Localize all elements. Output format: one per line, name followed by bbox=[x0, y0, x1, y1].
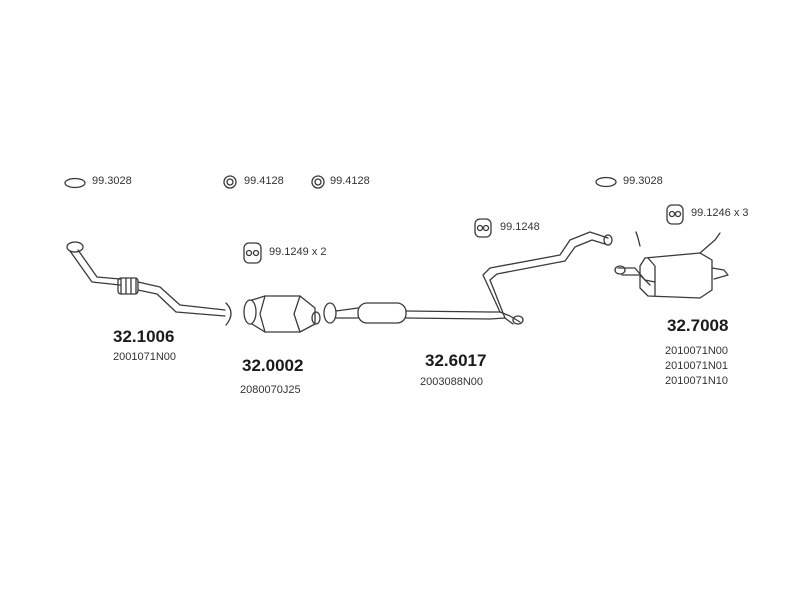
part-code: 2010071N10 bbox=[665, 375, 729, 387]
hardware-label: 99.1249 x 2 bbox=[269, 246, 327, 258]
hardware-label: 99.1248 bbox=[500, 221, 540, 233]
part-code-list: 2010071N00 2010071N01 2010071N10 bbox=[665, 344, 728, 389]
hardware-label: 99.4128 bbox=[244, 175, 284, 187]
part-code: 2003088N00 bbox=[420, 376, 484, 388]
part-code: 2080070J25 bbox=[240, 384, 301, 396]
rubber-mount-icon bbox=[666, 204, 684, 225]
clamp-ring-icon bbox=[311, 175, 325, 189]
part-number: 32.0002 bbox=[242, 356, 304, 375]
rubber-mount-icon bbox=[474, 218, 492, 238]
hardware-label: 99.4128 bbox=[330, 175, 370, 187]
part-number: 32.7008 bbox=[667, 316, 729, 335]
hardware-label: 99.1246 x 3 bbox=[691, 207, 749, 219]
middle-pipe-drawing bbox=[323, 231, 613, 325]
gasket-ring-icon bbox=[64, 177, 86, 189]
part-number: 32.6017 bbox=[425, 351, 487, 370]
catalytic-converter-drawing bbox=[243, 295, 321, 333]
part-number: 32.1006 bbox=[113, 327, 175, 346]
rubber-mount-icon bbox=[243, 242, 262, 264]
gasket-ring-icon bbox=[595, 176, 617, 188]
rear-muffler-drawing bbox=[614, 231, 729, 299]
hardware-label: 99.3028 bbox=[623, 175, 663, 187]
clamp-ring-icon bbox=[223, 175, 237, 189]
hardware-label: 99.3028 bbox=[92, 175, 132, 187]
part-code: 2010071N01 bbox=[665, 360, 729, 372]
part-code: 2001071N00 bbox=[113, 351, 177, 363]
front-pipe-drawing bbox=[66, 241, 232, 326]
part-code: 2010071N00 bbox=[665, 345, 729, 357]
